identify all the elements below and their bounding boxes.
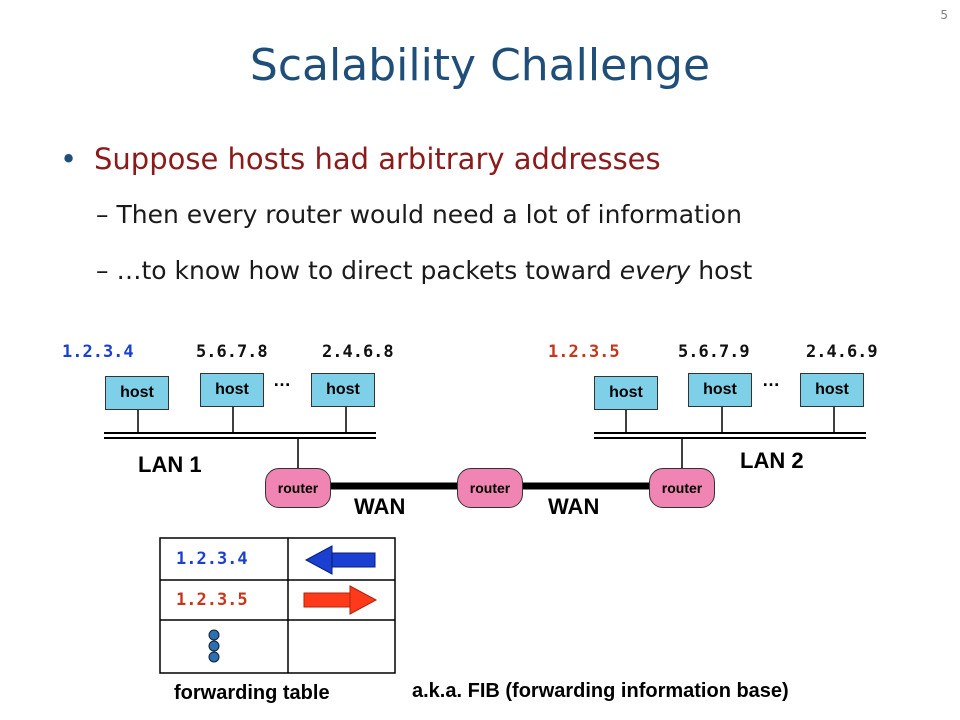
lan1-address-1: 1.2.3.4 (62, 342, 134, 362)
fib-row-2: 1.2.3.5 (176, 590, 248, 610)
lan2-ellipsis: … (762, 370, 780, 390)
lan2-address-3: 2.4.6.9 (806, 342, 878, 362)
lan2-address-2: 5.6.7.9 (678, 342, 750, 362)
subbullet-1: – Then every router would need a lot of … (96, 200, 742, 229)
wan-label-2: WAN (548, 494, 600, 519)
lan1-label: LAN 1 (138, 452, 202, 477)
subbullet-2: – …to know how to direct packets toward … (96, 256, 752, 285)
fib-note: a.k.a. FIB (forwarding information base) (412, 680, 789, 702)
lan2-address-1: 1.2.3.5 (548, 342, 620, 362)
more-rows-icon (208, 629, 220, 663)
subbullet-2-tail: host (690, 256, 753, 285)
slide-number: 5 (940, 8, 948, 22)
lan1-address-3: 2.4.6.8 (322, 342, 394, 362)
bullet-text: Suppose hosts had arbitrary addresses (94, 142, 661, 176)
fib-caption: forwarding table (174, 682, 330, 704)
lan2-host-2: host (688, 373, 752, 407)
lan2-host-1: host (594, 376, 658, 410)
slide-title: Scalability Challenge (249, 40, 711, 91)
subbullet-2-text: – …to know how to direct packets toward (96, 256, 620, 285)
lan1-host-1: host (105, 376, 169, 410)
bullet-dot-icon: • (60, 142, 78, 176)
router-1: router (265, 468, 331, 508)
lan1-ellipsis: … (273, 370, 291, 390)
fib-row-1: 1.2.3.4 (176, 549, 248, 569)
outgoing-arrow-icon (303, 585, 378, 615)
wan-label-1: WAN (354, 494, 406, 519)
lan1-host-2: host (200, 373, 264, 407)
router-2: router (457, 468, 523, 508)
lan1-host-3: host (311, 373, 375, 407)
lan2-label: LAN 2 (740, 448, 804, 473)
subbullet-2-emphasis: every (619, 256, 691, 285)
bullet-main: • Suppose hosts had arbitrary addresses (60, 142, 661, 176)
router-3: router (649, 468, 715, 508)
incoming-arrow-icon (304, 545, 376, 575)
lan2-host-3: host (800, 373, 864, 407)
lan1-address-2: 5.6.7.8 (196, 342, 268, 362)
